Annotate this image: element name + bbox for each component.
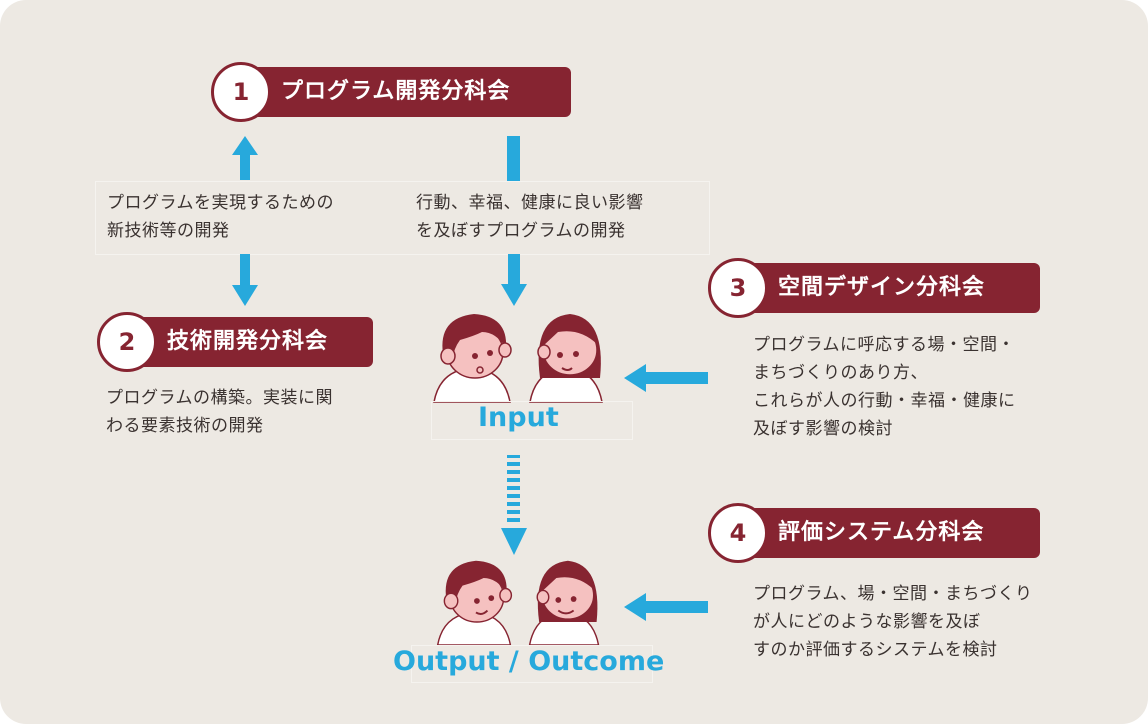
input-label-box bbox=[431, 401, 633, 440]
desc-2-line-2: わる要素技術の開発 bbox=[106, 416, 264, 436]
flow-text-box bbox=[95, 181, 710, 255]
boy-figure bbox=[436, 560, 513, 646]
arrow-down-icon bbox=[507, 136, 520, 181]
flow-program-line-1: 行動、幸福、健康に良い影響 bbox=[416, 193, 644, 213]
desc-4-line-2: が人にどのような影響を及ぼ bbox=[753, 612, 981, 632]
output-label-box bbox=[411, 645, 653, 683]
committee-3-description: プログラムに呼応する場・空間・ まちづくりのあり方、 これらが人の行動・幸福・健… bbox=[753, 331, 1016, 443]
flow-program-to-input: 行動、幸福、健康に良い影響 を及ぼすプログラムの開発 bbox=[416, 189, 644, 245]
people-illustration bbox=[436, 560, 600, 646]
desc-3-line-4: 及ぼす影響の検討 bbox=[753, 419, 893, 439]
people-illustration bbox=[433, 314, 603, 403]
committee-3-number: 3 bbox=[708, 258, 768, 318]
desc-4-line-3: すのか評価するシステムを検討 bbox=[753, 640, 998, 660]
flow-tech-to-program: プログラムを実現するための 新技術等の開発 bbox=[107, 189, 334, 245]
committee-2-number: 2 bbox=[97, 312, 157, 372]
flow-tech-line-1: プログラムを実現するための bbox=[107, 193, 334, 213]
arrow-left-icon bbox=[624, 364, 708, 392]
committee-1-number: 1 bbox=[211, 62, 271, 122]
girl-figure bbox=[528, 560, 600, 646]
flow-tech-line-2: 新技術等の開発 bbox=[107, 221, 230, 241]
committee-4-description: プログラム、場・空間・まちづくり が人にどのような影響を及ぼ すのか評価するシス… bbox=[753, 580, 1033, 664]
arrow-left-icon bbox=[624, 593, 708, 621]
desc-2-line-1: プログラムの構築。実装に関 bbox=[106, 388, 333, 408]
input-label: Input bbox=[478, 402, 559, 433]
desc-3-line-2: まちづくりのあり方、 bbox=[753, 363, 928, 383]
committee-1-title: プログラム開発分科会 bbox=[233, 67, 571, 117]
girl-figure bbox=[529, 314, 603, 403]
committee-3-title: 空間デザイン分科会 bbox=[730, 263, 1040, 313]
boy-figure bbox=[433, 314, 512, 403]
output-label: Output / Outcome bbox=[393, 646, 665, 677]
committee-4-number: 4 bbox=[708, 503, 768, 563]
committee-4-title: 評価システム分科会 bbox=[730, 508, 1040, 558]
dashed-arrow-down-icon bbox=[501, 455, 527, 555]
committee-2-title: 技術開発分科会 bbox=[119, 317, 373, 367]
flow-program-line-2: を及ぼすプログラムの開発 bbox=[416, 221, 626, 241]
committee-2-description: プログラムの構築。実装に関 わる要素技術の開発 bbox=[106, 384, 333, 440]
arrow-down-icon bbox=[501, 254, 527, 306]
desc-3-line-3: これらが人の行動・幸福・健康に bbox=[753, 391, 1016, 411]
arrow-down-icon bbox=[232, 254, 258, 306]
desc-4-line-1: プログラム、場・空間・まちづくり bbox=[753, 584, 1033, 604]
arrow-up-icon bbox=[232, 136, 258, 180]
desc-3-line-1: プログラムに呼応する場・空間・ bbox=[753, 335, 1015, 355]
